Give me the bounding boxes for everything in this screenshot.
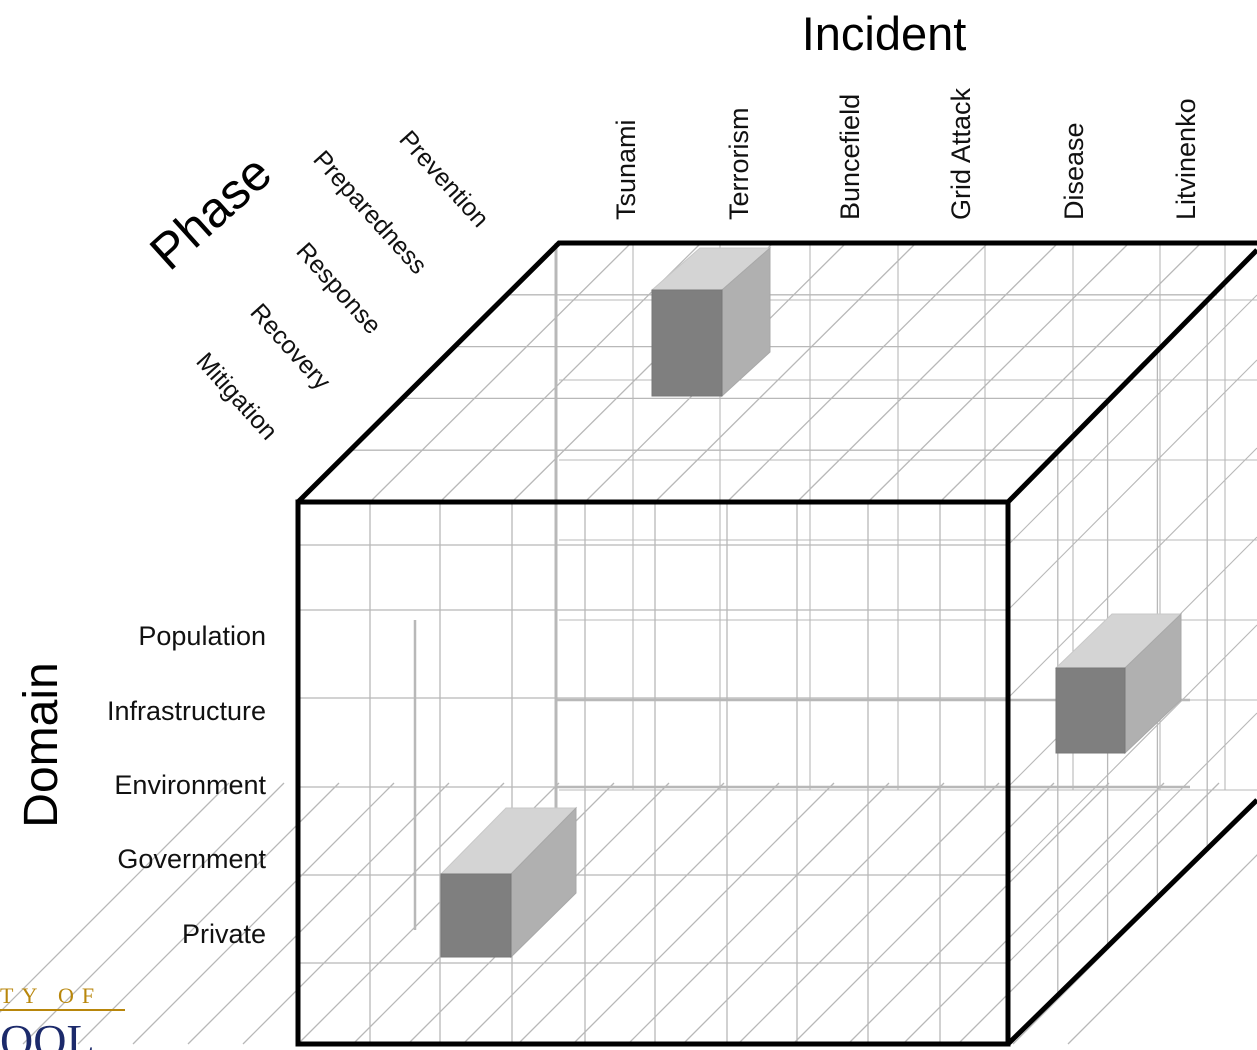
grid-line xyxy=(462,782,725,1045)
incident-label-buncefield: Buncefield xyxy=(835,94,865,220)
phase-label-recovery: Recovery xyxy=(245,298,337,396)
incident-label-grid-attack: Grid Attack xyxy=(946,87,976,220)
grid-line xyxy=(682,782,945,1045)
grid-line xyxy=(517,782,780,1045)
incident-label-tsunami: Tsunami xyxy=(611,119,641,220)
domain-label-private: Private xyxy=(182,919,266,949)
domain-label-population: Population xyxy=(138,621,266,651)
grid-line xyxy=(0,782,230,1013)
grid-line xyxy=(22,782,285,1045)
grid-line xyxy=(654,242,917,503)
grid-line xyxy=(867,242,1130,503)
grid-line xyxy=(132,782,395,1045)
grid-line xyxy=(1007,359,1257,611)
grid-line xyxy=(1007,294,1257,546)
grid-line xyxy=(1007,624,1257,876)
grid-line xyxy=(187,782,450,1045)
highlight-box-tsunami-prevention xyxy=(650,246,772,398)
grid-line xyxy=(1007,712,1257,964)
highlight-box-litvinenko-infrastructure xyxy=(1054,612,1183,755)
incident-axis-title: Incident xyxy=(802,7,967,60)
university-logo: TY OF OOL xyxy=(0,983,125,1050)
grid-line xyxy=(792,782,1055,1045)
phase-axis-title: Phase xyxy=(139,144,282,280)
phase-label-mitigation: Mitigation xyxy=(191,347,283,445)
grid-line xyxy=(369,242,632,503)
grid-line xyxy=(847,782,1110,1045)
highlight-box-tsunami-private xyxy=(439,806,578,959)
incident-label-terrorism: Terrorism xyxy=(724,108,754,221)
domain-label-environment: Environment xyxy=(114,770,266,800)
grid-line xyxy=(796,242,1059,503)
grid-line xyxy=(242,782,505,1045)
cube-frame xyxy=(295,240,1257,1047)
grid-line xyxy=(627,782,890,1045)
logo-text-top: TY OF xyxy=(0,983,102,1008)
grid-line xyxy=(1007,447,1257,699)
grid-line xyxy=(1067,854,1257,1045)
domain-axis-title: Domain xyxy=(15,662,68,827)
incident-label-litvinenko: Litvinenko xyxy=(1171,98,1201,220)
grid-line xyxy=(737,782,1000,1045)
grid-line xyxy=(957,782,1220,1045)
grid-line xyxy=(572,782,835,1045)
domain-label-government: Government xyxy=(117,844,266,874)
grid-line xyxy=(939,242,1202,503)
domain-label-infrastructure: Infrastructure xyxy=(107,696,266,726)
logo-text-bottom: OOL xyxy=(0,1015,95,1050)
grid-line xyxy=(902,782,1165,1045)
phase-label-response: Response xyxy=(291,237,387,339)
grid-line xyxy=(726,242,989,503)
phase-label-prevention: Prevention xyxy=(394,125,495,233)
incident-label-disease: Disease xyxy=(1059,122,1089,220)
